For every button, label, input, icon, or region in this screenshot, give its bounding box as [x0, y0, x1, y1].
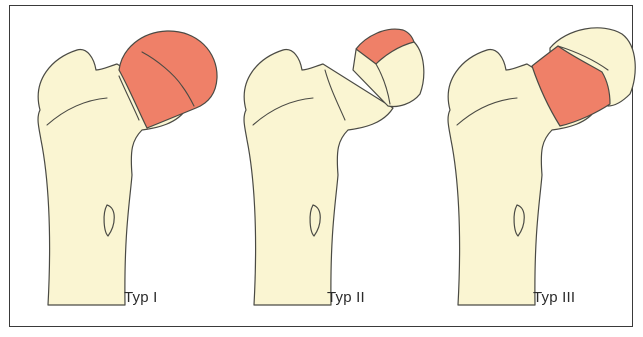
femur-type-3: [448, 28, 635, 305]
label-type-3: Typ III: [533, 289, 575, 306]
label-type-2: Typ II: [327, 289, 365, 306]
femur-type-2: [244, 29, 424, 305]
femur-type-1: [38, 31, 217, 305]
label-type-1: Typ I: [124, 289, 158, 306]
